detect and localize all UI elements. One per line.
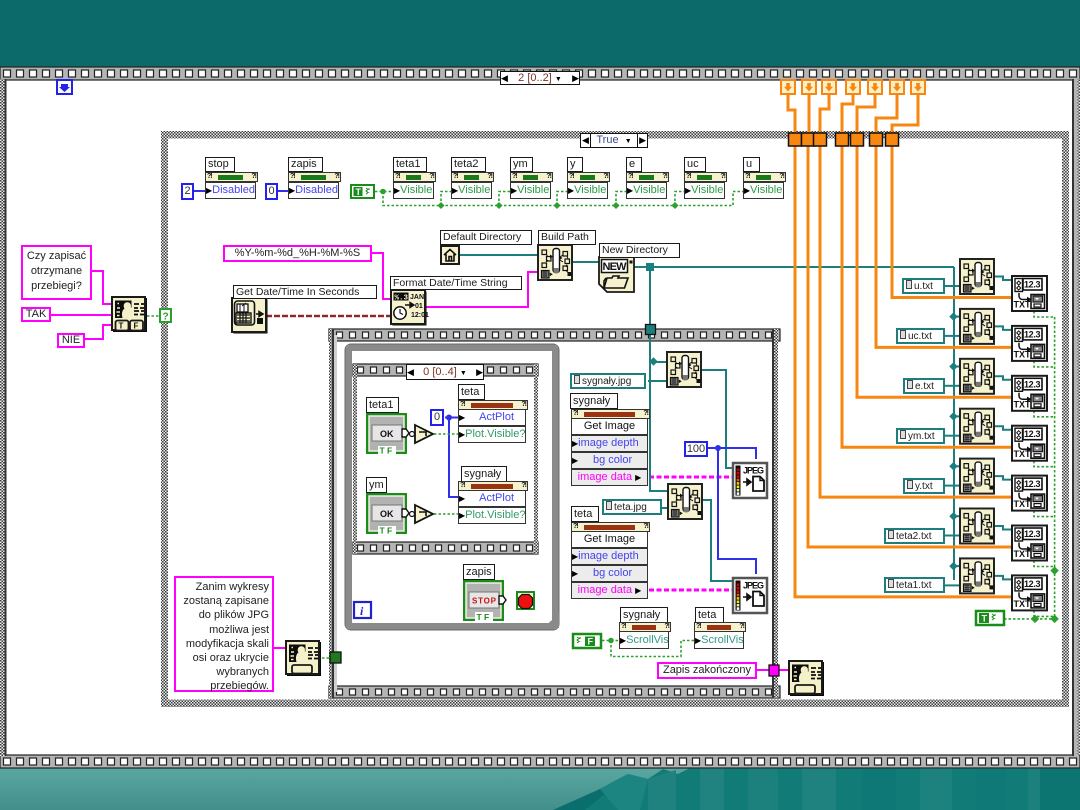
svg-text:NEW: NEW	[603, 261, 628, 273]
svg-text:T: T	[982, 614, 988, 624]
svg-text:T: T	[356, 187, 362, 197]
svg-text:F: F	[588, 637, 594, 647]
svg-text:T F: T F	[380, 526, 393, 536]
svg-text:12:01: 12:01	[411, 312, 429, 319]
svg-text:STOP: STOP	[472, 597, 497, 606]
svg-text:OK: OK	[380, 429, 394, 439]
svg-text:T F: T F	[477, 612, 490, 622]
svg-text:01: 01	[415, 303, 423, 310]
svg-text:JPEG: JPEG	[743, 466, 764, 476]
svg-text:T: T	[119, 322, 124, 331]
svg-text:%.3: %.3	[395, 295, 409, 303]
svg-text:F: F	[134, 322, 139, 331]
svg-text:i: i	[360, 604, 364, 618]
svg-text:OK: OK	[380, 509, 394, 519]
svg-text:JAN: JAN	[410, 294, 424, 301]
svg-text:JPEG: JPEG	[743, 581, 764, 591]
svg-text:?: ?	[163, 312, 169, 323]
svg-text:T F: T F	[380, 446, 393, 456]
